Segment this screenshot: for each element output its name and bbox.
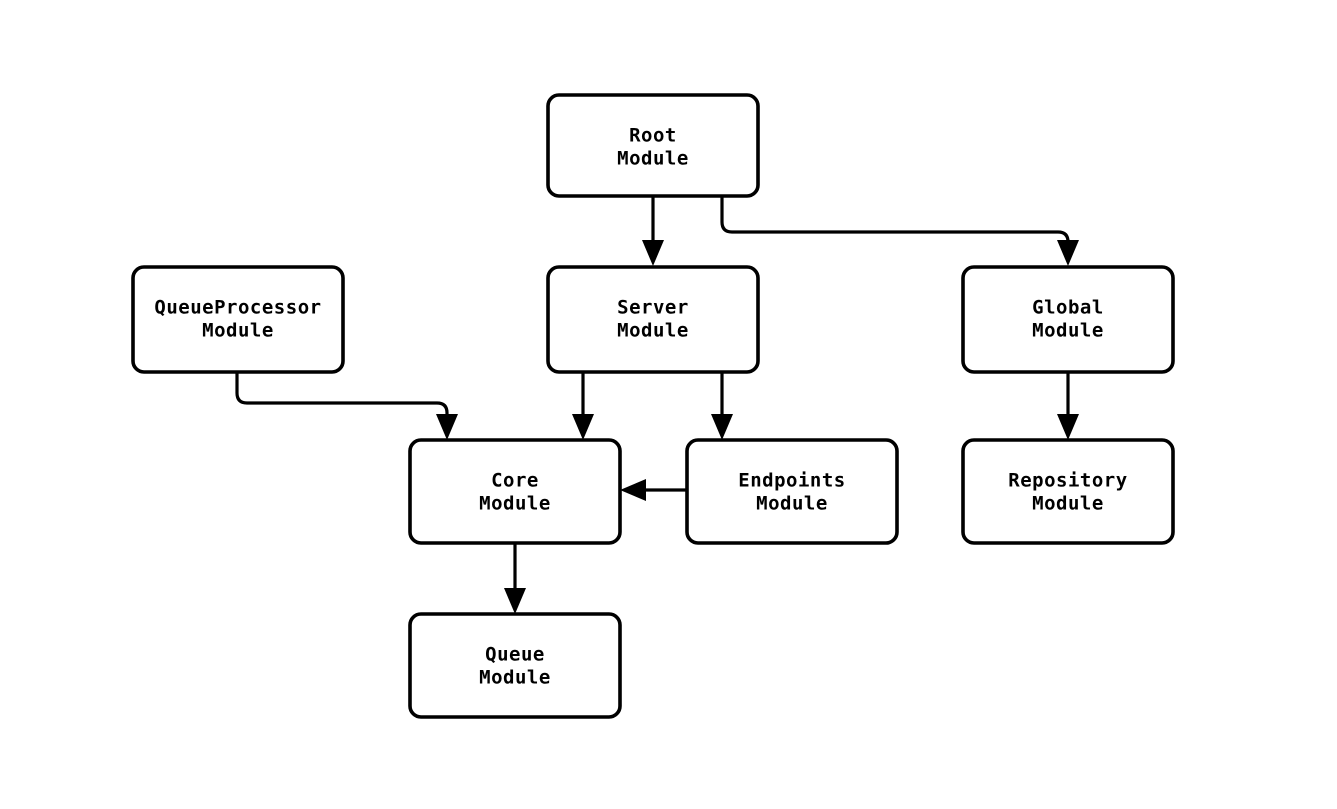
- node-repository-module-label-line1: Repository: [1008, 470, 1127, 492]
- node-server-module[interactable]: Server Module: [546, 265, 760, 374]
- node-queueprocessor-module-label-line2: Module: [202, 320, 274, 342]
- node-root-module-label-line2: Module: [617, 148, 689, 170]
- node-layer: Root Module QueueProcessor Module Server…: [131, 93, 1175, 719]
- node-queue-module-box[interactable]: [408, 612, 622, 719]
- node-queueprocessor-module[interactable]: QueueProcessor Module: [131, 265, 345, 374]
- node-queue-module-label-line2: Module: [479, 667, 551, 689]
- node-repository-module-box[interactable]: [961, 438, 1175, 545]
- node-root-module[interactable]: Root Module: [546, 93, 760, 198]
- node-global-module-box[interactable]: [961, 265, 1175, 374]
- edge-queueprocessor-to-core: [235, 372, 458, 440]
- node-global-module-label-line2: Module: [1032, 320, 1104, 342]
- node-root-module-box[interactable]: [546, 93, 760, 198]
- edge-root-to-global-arrowhead: [1057, 240, 1079, 266]
- edge-root-to-server-arrowhead: [642, 240, 664, 266]
- edge-global-to-repository-arrowhead: [1057, 414, 1079, 440]
- node-endpoints-module-box[interactable]: [685, 438, 899, 545]
- edge-endpoints-to-core-arrowhead: [620, 479, 646, 501]
- edge-core-to-queue-arrowhead: [504, 588, 526, 614]
- edge-queueprocessor-to-core-line: [235, 372, 449, 419]
- edge-global-to-repository: [1057, 372, 1079, 440]
- node-global-module-label-line1: Global: [1032, 297, 1104, 319]
- edge-server-to-core-arrowhead: [572, 414, 594, 440]
- node-server-module-box[interactable]: [546, 265, 760, 374]
- node-queueprocessor-module-box[interactable]: [131, 265, 345, 374]
- node-global-module[interactable]: Global Module: [961, 265, 1175, 374]
- node-repository-module-label-line2: Module: [1032, 493, 1104, 515]
- node-queue-module-label-line1: Queue: [485, 644, 545, 666]
- node-endpoints-module-label-line1: Endpoints: [738, 470, 845, 492]
- edge-root-to-global: [720, 196, 1079, 266]
- node-server-module-label-line1: Server: [617, 297, 689, 319]
- edge-layer: [235, 196, 1079, 614]
- edge-server-to-core: [572, 372, 594, 440]
- edge-core-to-queue: [504, 543, 526, 614]
- node-endpoints-module-label-line2: Module: [756, 493, 828, 515]
- node-queue-module[interactable]: Queue Module: [408, 612, 622, 719]
- node-queueprocessor-module-label-line1: QueueProcessor: [154, 297, 321, 319]
- node-core-module-box[interactable]: [408, 438, 622, 545]
- edge-root-to-global-line: [720, 196, 1070, 246]
- edge-server-to-endpoints-arrowhead: [711, 414, 733, 440]
- node-endpoints-module[interactable]: Endpoints Module: [685, 438, 899, 545]
- edge-server-to-endpoints: [711, 372, 733, 440]
- node-core-module-label-line2: Module: [479, 493, 551, 515]
- edge-queueprocessor-to-core-arrowhead: [436, 414, 458, 440]
- node-repository-module[interactable]: Repository Module: [961, 438, 1175, 545]
- node-core-module-label-line1: Core: [491, 470, 539, 492]
- node-core-module[interactable]: Core Module: [408, 438, 622, 545]
- edge-endpoints-to-core: [620, 479, 687, 501]
- node-server-module-label-line2: Module: [617, 320, 689, 342]
- edge-root-to-server: [642, 196, 664, 266]
- node-root-module-label-line1: Root: [629, 125, 677, 147]
